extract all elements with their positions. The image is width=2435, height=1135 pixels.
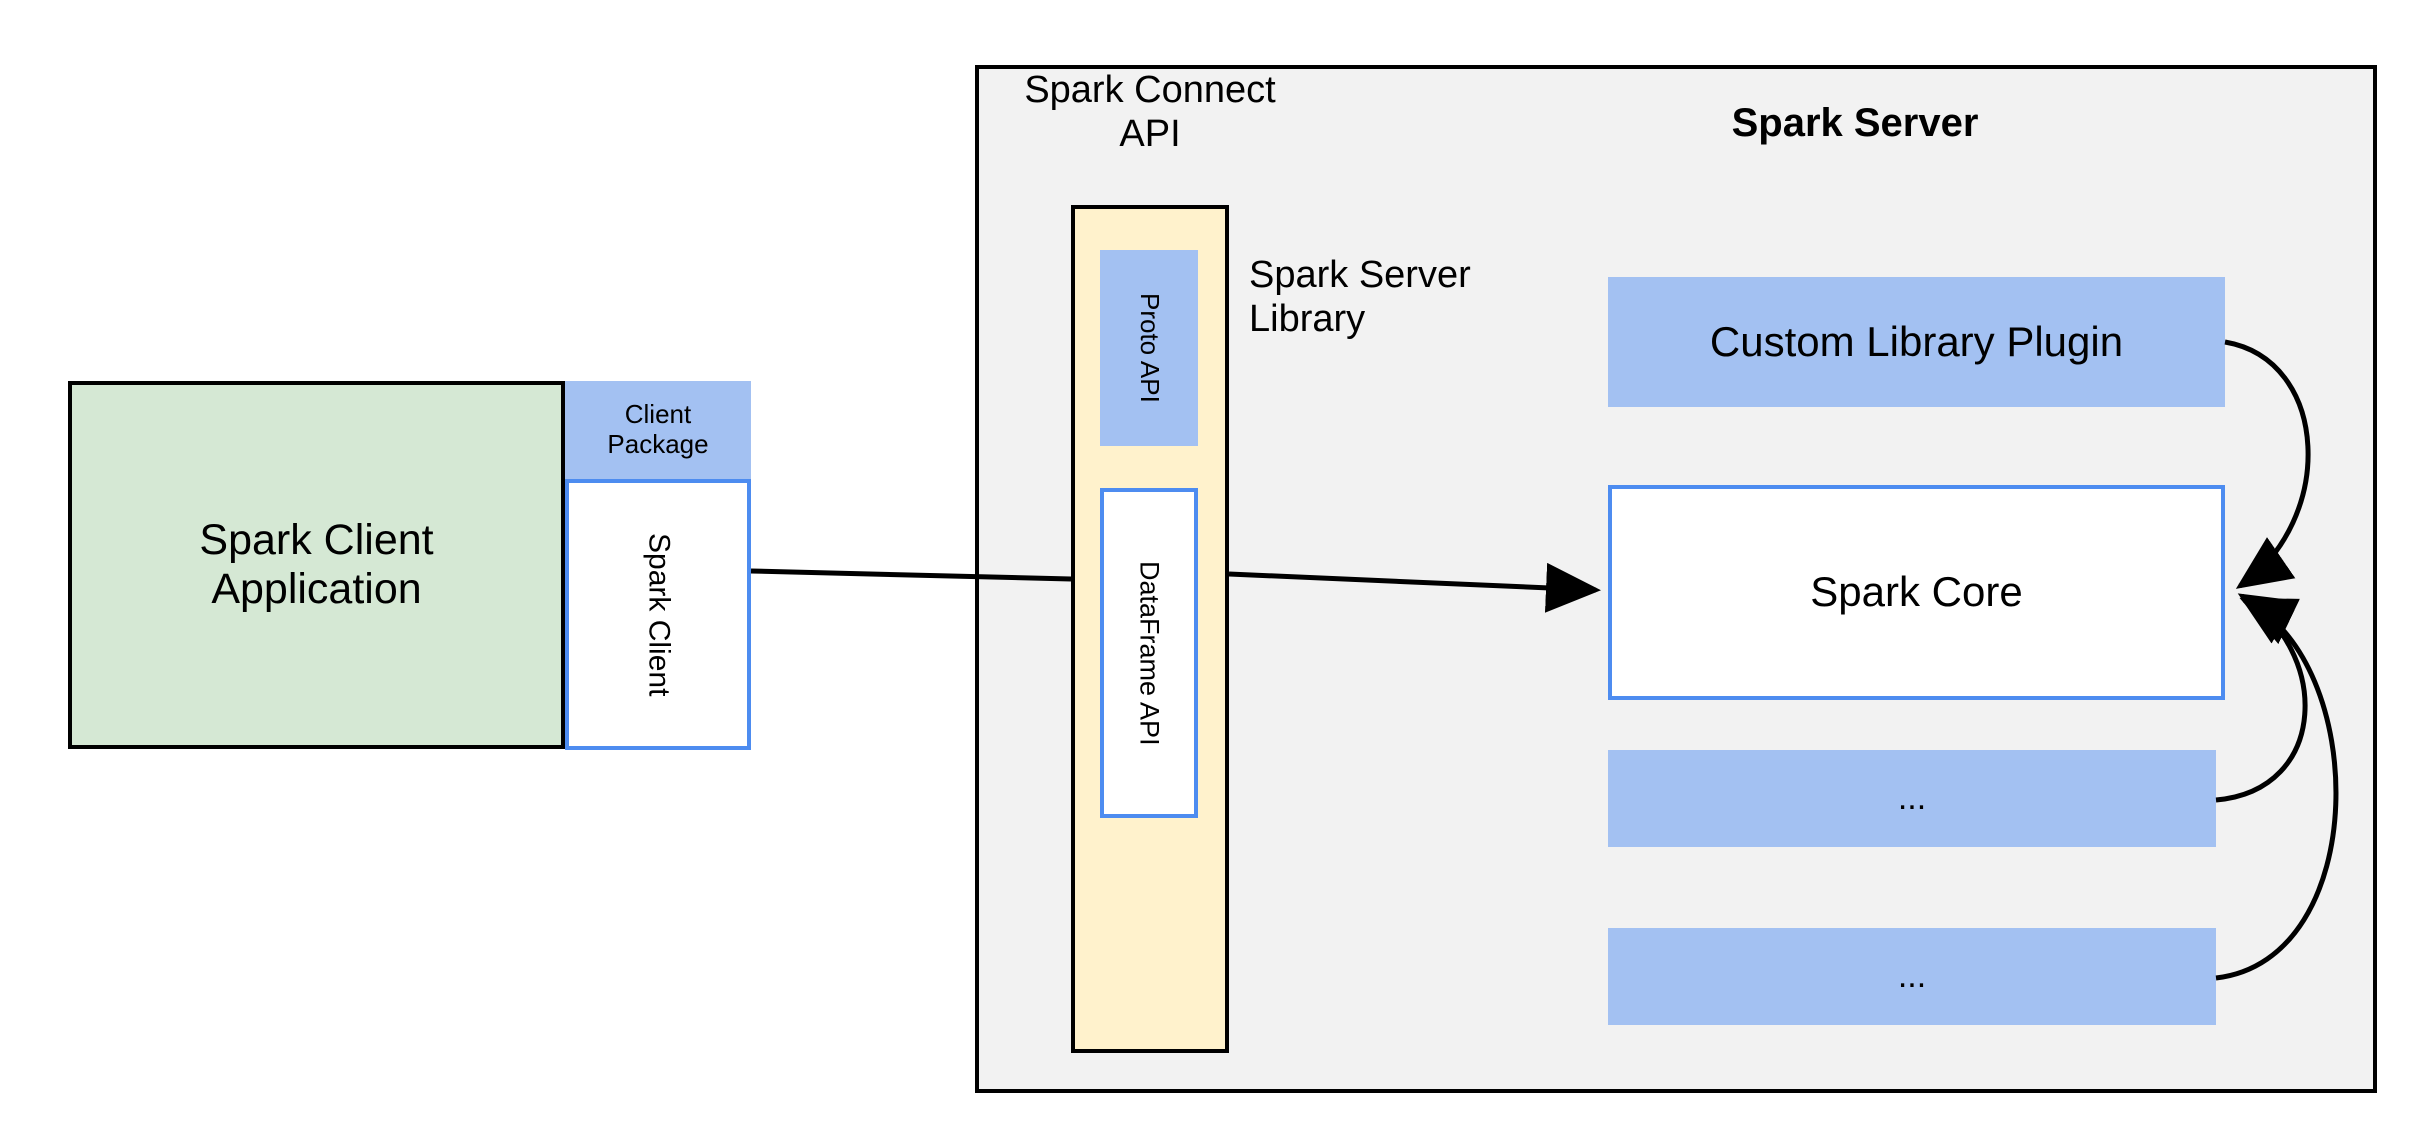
spark-server-library-label-line1: Spark Server	[1249, 254, 1471, 297]
client-package-box[interactable]: Client Package	[565, 381, 751, 479]
spark-server-title: Spark Server	[1731, 101, 1979, 145]
client-application-label-line2: Application	[211, 565, 422, 613]
spark-client-box[interactable]: Spark Client	[565, 479, 751, 750]
custom-library-plugin-label: Custom Library Plugin	[1709, 317, 2124, 365]
spark-server-library-label: Spark Server Library	[1249, 243, 1549, 353]
spark-server-library-label-line2: Library	[1249, 298, 1366, 340]
proto-api-box[interactable]: Proto API	[1100, 250, 1198, 446]
spark-core-box[interactable]: Spark Core	[1608, 485, 2225, 700]
client-package-label-line2: Package	[607, 429, 709, 459]
placeholder-label-1: ...	[1897, 778, 1927, 817]
spark-connect-api-label-line1: Spark Connect	[1024, 69, 1276, 112]
dataframe-api-box[interactable]: DataFrame API	[1100, 488, 1198, 818]
spark-client-application-box[interactable]: Spark Client Application	[68, 381, 565, 749]
custom-library-plugin-box[interactable]: Custom Library Plugin	[1608, 277, 2225, 407]
spark-client-label: Spark Client	[642, 532, 676, 697]
placeholder-label-2: ...	[1897, 956, 1927, 995]
placeholder-component-box-1[interactable]: ...	[1608, 750, 2216, 847]
spark-core-label: Spark Core	[1810, 568, 2023, 616]
client-application-label-line1: Spark Client	[199, 515, 434, 564]
client-package-label-line1: Client	[624, 399, 692, 430]
dataframe-api-label: DataFrame API	[1134, 560, 1165, 746]
spark-connect-api-label: Spark Connect API	[1005, 68, 1295, 158]
spark-connect-api-label-line2: API	[1119, 113, 1181, 155]
proto-api-label: Proto API	[1134, 293, 1165, 403]
placeholder-component-box-2[interactable]: ...	[1608, 928, 2216, 1025]
